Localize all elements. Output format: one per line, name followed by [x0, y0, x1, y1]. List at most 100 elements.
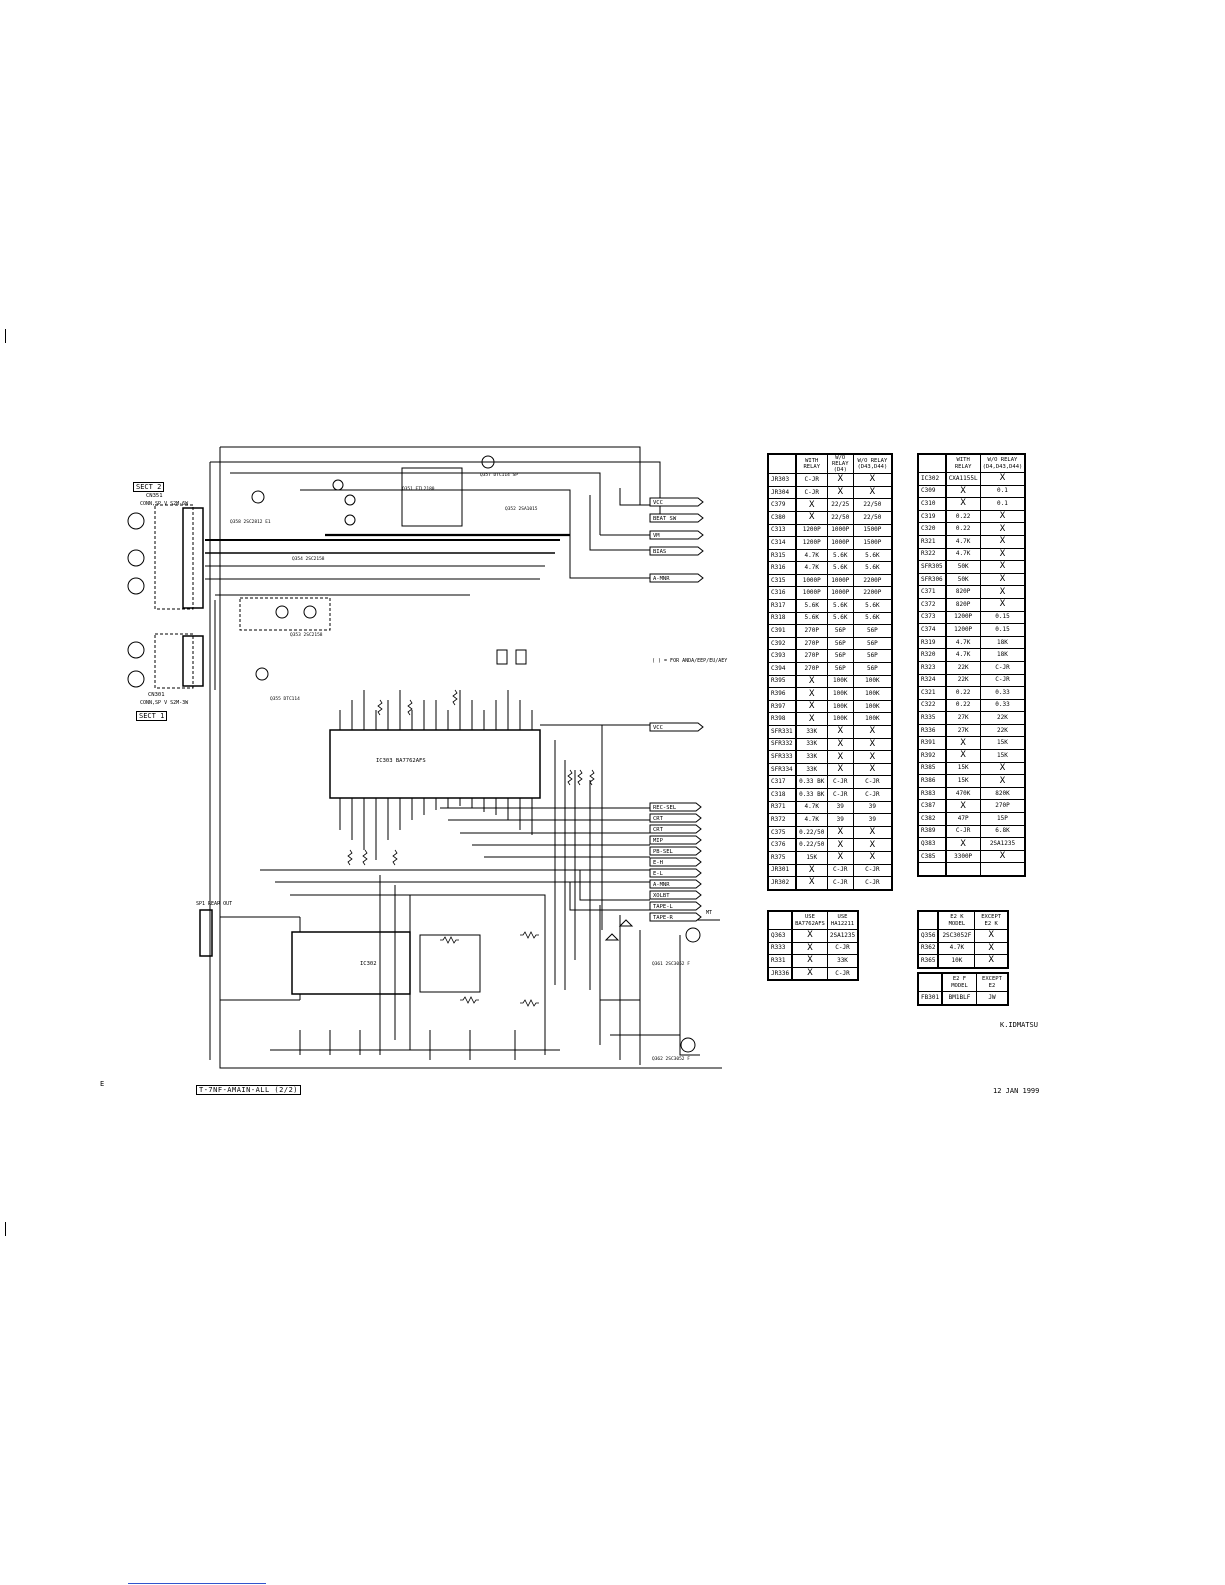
table-header-cell: EXCEPT E2 K [974, 910, 1009, 930]
table-header-cell: USE HA12211 [826, 910, 859, 930]
part-value-cell: 0.33 BK [795, 775, 828, 789]
part-ref-cell: JR302 [767, 876, 797, 891]
tape-r-terminal [649, 912, 702, 922]
speaker-out-label: SP1 REAR OUT [196, 901, 232, 907]
part-ref-cell: JR304 [767, 485, 797, 500]
part-ref-cell: IC302 [917, 472, 947, 486]
part-value-cell: 2SA1235 [979, 837, 1026, 851]
part-value-cell: X [795, 498, 828, 512]
part-value-cell: 2200P [852, 573, 893, 588]
table-header-cell: E2 F MODEL [941, 972, 977, 992]
part-ref-cell: C316 [767, 586, 797, 601]
part-value-cell: X [852, 485, 893, 500]
part-value-cell: 1200P [945, 610, 981, 625]
crop-mark-top [5, 329, 6, 343]
part-value-cell: X [979, 509, 1026, 524]
part-ref-cell: Q356 [917, 929, 940, 943]
part-value-cell: 33K [795, 750, 828, 764]
transistor-label: Q355 DTC114 [270, 696, 300, 702]
part-value-cell: X [795, 674, 828, 689]
part-value-cell: 22/50 [826, 510, 854, 525]
part-ref-cell: C374 [917, 623, 947, 637]
part-value-cell: 100K [826, 687, 854, 701]
part-value-cell: 50K [945, 572, 981, 587]
part-value-cell: X [795, 863, 828, 878]
bus-signal-4-label: PB-SEL [653, 849, 674, 855]
bottom-link-underline[interactable] [128, 1583, 266, 1584]
part-value-cell: 6.8K [979, 824, 1026, 839]
part-value-cell: 56P [826, 662, 854, 676]
part-value-cell: X [852, 473, 893, 487]
bus-signal-8-terminal [649, 890, 702, 900]
transistor-label: Q362 2SC3052 F [652, 1056, 690, 1062]
part-value-cell: X [791, 929, 828, 943]
bus-signal-0-label: REC-SEL [653, 805, 677, 811]
part-ref-cell: C372 [917, 597, 947, 612]
part-value-cell: C-JR [979, 673, 1026, 688]
signal-0-label: VCC [653, 500, 663, 506]
part-value-cell: 1000P [795, 573, 828, 588]
part-value-cell: 4.7K [945, 635, 981, 650]
part-value-cell: 100K [852, 712, 893, 726]
part-ref-cell [917, 862, 947, 877]
transistor-label: Q354 2SC2158 [292, 556, 325, 562]
part-value-cell: X [974, 954, 1009, 969]
part-value-cell [945, 862, 981, 877]
part-value-cell: 4.7K [795, 548, 828, 563]
part-value-cell: 15P [979, 812, 1026, 826]
part-ref-cell: C392 [767, 636, 797, 651]
part-value-cell: 56P [826, 636, 854, 651]
transistor-label: Q352 2SA1015 [505, 506, 538, 512]
part-value-cell: X [795, 510, 828, 525]
part-value-cell: X [979, 761, 1026, 776]
part-value-cell: 33K [795, 762, 828, 777]
part-ref-cell: R320 [917, 648, 947, 662]
part-value-cell: C-JR [795, 485, 828, 500]
part-ref-cell: SFR306 [917, 572, 947, 587]
cn351-label: CN351 [146, 493, 163, 499]
ic303-label: IC303 BA7762AFS [376, 758, 426, 764]
part-value-cell: 100K [826, 674, 854, 689]
part-ref-cell: R396 [767, 687, 797, 701]
part-value-cell: 1200P [795, 536, 828, 550]
signal-0-terminal [649, 497, 704, 507]
part-value-cell: X [791, 966, 828, 981]
signal-mt: MT [706, 910, 712, 916]
table-header-cell [917, 453, 947, 473]
part-value-cell: X [979, 560, 1026, 574]
part-value-cell: X [979, 572, 1026, 587]
part-ref-cell: R316 [767, 561, 797, 575]
transistor-label: Q351 ETL2180 [402, 486, 435, 492]
part-ref-cell: R331 [767, 954, 794, 968]
signal-4-terminal [649, 573, 704, 583]
part-ref-cell: R392 [917, 749, 947, 763]
part-value-cell: X [795, 712, 828, 726]
part-ref-cell: R322 [917, 547, 947, 562]
signal-1-label: BEAT SW [653, 516, 677, 522]
drafter-name: K.IDMATSU [1000, 1021, 1038, 1029]
part-value-cell: X [826, 473, 854, 487]
part-value-cell: 4.7K [945, 547, 981, 562]
part-value-cell: 39 [826, 813, 854, 827]
part-value-cell: 0.22/50 [795, 838, 828, 852]
